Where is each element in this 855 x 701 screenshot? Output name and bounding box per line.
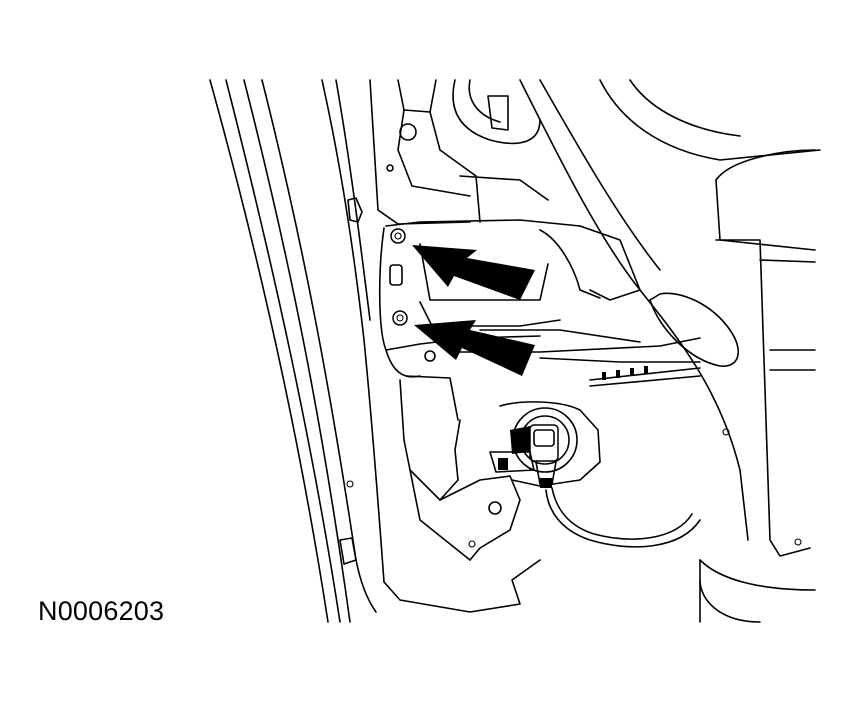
fender-edge-lines	[209, 79, 385, 623]
right-brace	[519, 79, 821, 623]
slotted-rail	[589, 366, 701, 387]
lower-housing	[355, 349, 541, 613]
pillar-clip	[339, 197, 363, 565]
upper-mount	[369, 79, 549, 225]
upper-bolt	[390, 228, 406, 244]
figure-id-label: N0006203	[38, 596, 165, 626]
fog-lamp-connector	[489, 401, 701, 548]
upper-arrow	[412, 245, 535, 300]
lower-arrow	[414, 320, 535, 376]
bracket-panel	[378, 219, 701, 363]
lower-bolt	[392, 310, 408, 326]
